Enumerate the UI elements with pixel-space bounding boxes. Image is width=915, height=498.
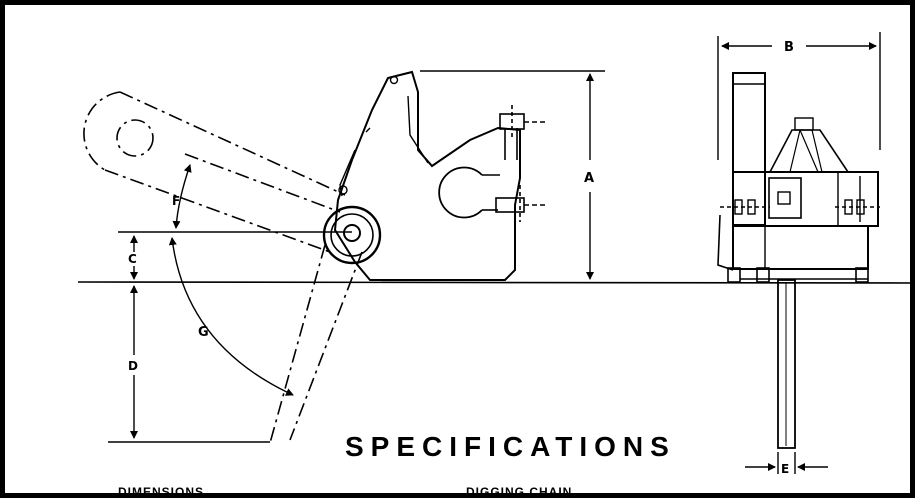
front-body (732, 171, 879, 227)
upper-bracket (499, 105, 545, 160)
dimension-label-a: A (584, 171, 594, 186)
dimension-label-g: G (198, 325, 209, 340)
dimensions-heading-cutoff: DIMENSIONS (118, 485, 204, 498)
dimension-f (172, 164, 192, 229)
dimension-label-b: B (784, 40, 794, 55)
lower-body (732, 225, 869, 270)
drive-wheel-outer (322, 205, 382, 265)
dimension-label-e: E (781, 462, 789, 476)
lower-bracket (495, 185, 548, 222)
dimension-label-c: C (128, 252, 137, 266)
dimension-c (118, 231, 352, 280)
rear-wheel (438, 166, 483, 219)
digging-chain (777, 279, 796, 449)
digging-chain-heading-cutoff: DIGGING CHAIN (466, 485, 572, 498)
dimension-a (420, 70, 605, 280)
raised-boom (83, 91, 346, 253)
dimension-b (717, 32, 881, 160)
dimension-label-f: F (172, 194, 180, 208)
ground-line (77, 281, 915, 284)
dimension-d (108, 285, 270, 443)
drive-wheel-hub (343, 224, 361, 242)
dimension-e (745, 452, 828, 474)
dimension-g (168, 237, 294, 396)
machine-housing (333, 70, 521, 281)
tower (732, 72, 766, 226)
side-view (77, 70, 915, 444)
specifications-title: SPECIFICATIONS (345, 431, 676, 462)
dimension-label-d: D (128, 359, 138, 373)
front-view (717, 72, 880, 449)
lowered-boom (269, 244, 363, 444)
